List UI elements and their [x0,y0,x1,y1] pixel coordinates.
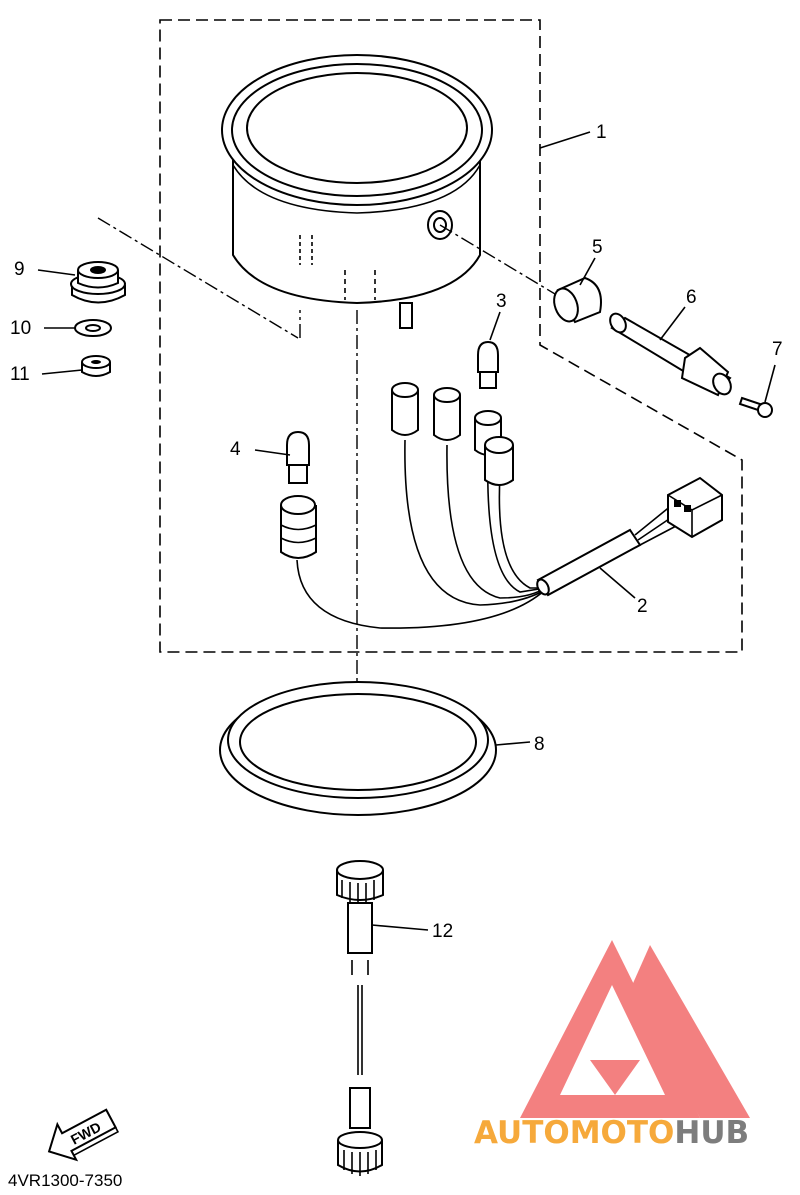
screw [738,396,773,418]
callout-9: 9 [14,259,25,280]
coupler [667,476,723,539]
speedometer-cable [336,860,384,1176]
leader-4 [254,449,291,456]
leader-5 [579,257,596,286]
watermark-text-gray: HUB [674,1115,749,1151]
callout-1: 1 [596,122,607,143]
callout-2: 2 [637,596,648,617]
socket-e [280,495,317,559]
callout-3: 3 [496,291,507,312]
callout-4: 4 [230,439,241,460]
leader-8 [495,741,531,746]
watermark-logo [520,940,750,1118]
bulb-3 [477,340,499,389]
leader-1 [539,131,591,149]
bulb-4 [286,430,310,484]
socket-a [391,382,419,436]
watermark-text: AUTOMOTOHUB [474,1115,749,1151]
collar [609,312,732,397]
leader-12 [371,924,429,931]
gasket-ring [219,681,497,816]
callout-11: 11 [10,364,30,385]
leader-11 [41,369,83,375]
leader-2 [599,567,636,599]
socket-b [433,387,461,441]
leader-9 [37,269,76,276]
callout-5: 5 [592,237,603,258]
nut [81,355,111,377]
socket-d [484,436,514,486]
bush [553,276,602,324]
callout-8: 8 [534,734,545,755]
leader-7 [764,364,776,403]
grommet [70,261,126,304]
watermark-text-orange: AUTOMOTO [474,1115,674,1151]
part-code: 4VR1300-7350 [8,1171,122,1190]
assembly-boundary [159,19,743,653]
callout-6: 6 [686,287,697,308]
leader-6 [659,306,686,341]
callout-12: 12 [432,921,453,942]
wire-harness [280,382,723,629]
callout-7: 7 [772,339,783,360]
fwd-arrow: FWD [47,1108,120,1162]
meter-housing [221,54,493,329]
leader-3 [489,311,501,341]
washer [74,319,112,337]
callout-10: 10 [10,318,31,339]
grommet-locator-line [97,217,301,339]
